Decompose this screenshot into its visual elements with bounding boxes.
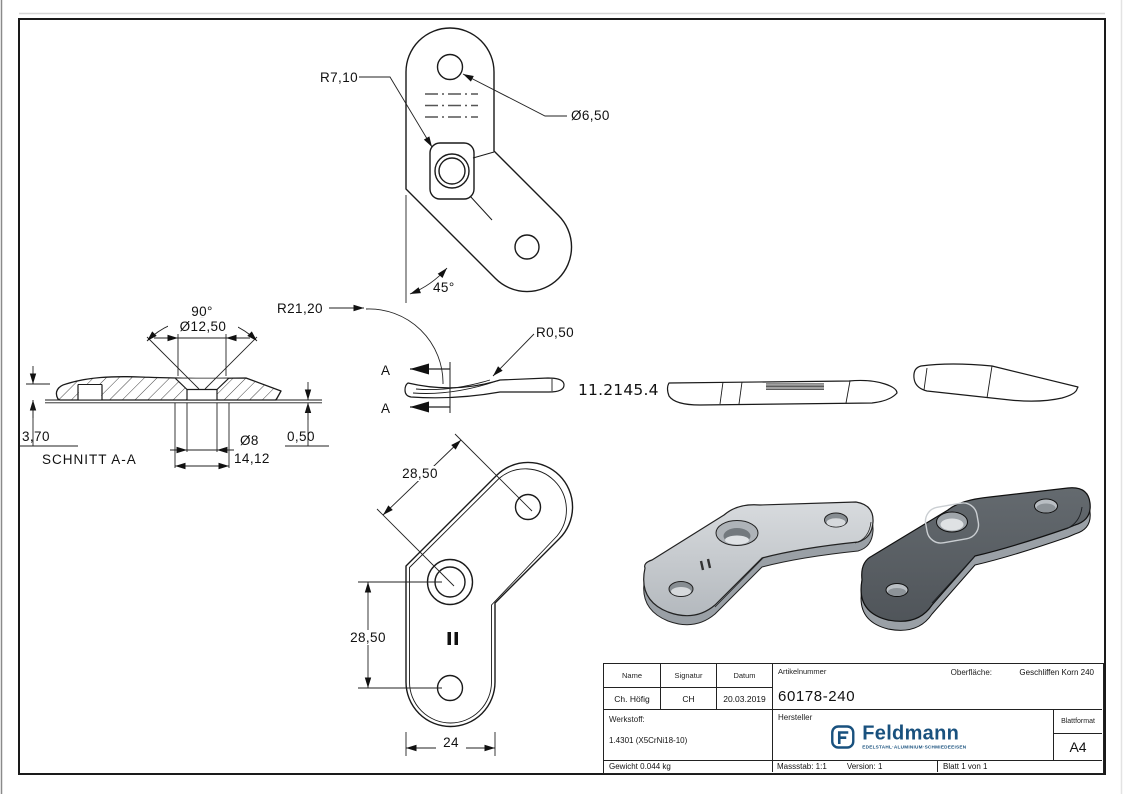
render-3d-dark bbox=[860, 487, 1091, 631]
material-value: 1.4301 (X5CrNi18-10) bbox=[609, 736, 688, 745]
dim-hole-dia-section: Ø8 bbox=[240, 433, 259, 448]
header-date: Datum bbox=[717, 664, 773, 688]
top-view bbox=[405, 27, 573, 293]
orientation-mark bbox=[447, 632, 458, 645]
value-signature: CH bbox=[661, 688, 717, 710]
section-view bbox=[45, 376, 322, 404]
article-number-cell: Artikelnummer Oberfläche: Geschliffen Ko… bbox=[773, 664, 1102, 710]
value-date: 20.03.2019 bbox=[717, 688, 773, 710]
cut-line-a-a bbox=[410, 333, 535, 413]
orientation-mark-3d bbox=[699, 558, 712, 571]
sheet-value: Blatt 1 von 1 bbox=[943, 762, 988, 771]
surface-finish-marks bbox=[425, 93, 478, 118]
dim-countersink-diameter: Ø12,50 bbox=[180, 319, 227, 334]
side-view bbox=[404, 377, 565, 399]
long-side-view bbox=[666, 379, 898, 406]
value-name: Ch. Höfig bbox=[604, 688, 661, 710]
dim-arm-length-vertical: 28,50 bbox=[350, 630, 386, 645]
brand-name: Feldmann bbox=[862, 722, 960, 745]
header-article-number: Artikelnummer bbox=[778, 667, 827, 676]
cut-label-top: A bbox=[381, 363, 390, 378]
right-side-view bbox=[913, 363, 1079, 402]
scale-cell: Massstab: 1:1 Version: 1 bbox=[773, 761, 938, 772]
dim-width: 24 bbox=[443, 735, 459, 750]
dim-thickness: 3,70 bbox=[22, 429, 50, 444]
dim-hole-diameter: Ø6,50 bbox=[571, 108, 610, 123]
sheet-format-value: A4 bbox=[1054, 734, 1102, 761]
material-cell: Werkstoff: 1.4301 (X5CrNi18-10) bbox=[604, 710, 773, 761]
article-number: 60178-240 bbox=[778, 688, 856, 705]
render-3d-light bbox=[643, 501, 874, 626]
weight-value: Gewicht 0.044 kg bbox=[604, 761, 773, 772]
dim-arm-angle: 45° bbox=[433, 280, 455, 295]
brand-tagline: EDELSTAHL·ALUMINIUM·SCHMIEDEEISEN bbox=[862, 745, 967, 751]
surface-label: Oberfläche: bbox=[950, 668, 992, 677]
front-view-outline bbox=[405, 461, 574, 728]
header-signature: Signatur bbox=[661, 664, 717, 688]
surface-value: Geschliffen Korn 240 bbox=[1019, 668, 1094, 677]
version-stamp: 11.2145.4 bbox=[578, 381, 659, 399]
center-boss bbox=[429, 142, 475, 200]
version-value: Version: 1 bbox=[846, 762, 883, 771]
dim-edge-offset: 0,50 bbox=[287, 429, 315, 444]
front-view bbox=[405, 461, 574, 728]
section-title: SCHNITT A-A bbox=[42, 452, 137, 467]
material-label: Werkstoff: bbox=[609, 715, 645, 724]
feldmann-logo-icon bbox=[831, 724, 855, 749]
front-view-chamfer bbox=[409, 468, 567, 724]
dim-boss-radius: R7,10 bbox=[320, 70, 358, 85]
top-view-dimensions bbox=[359, 73, 567, 303]
dim-edge-radius: R0,50 bbox=[536, 325, 574, 340]
top-view-outline bbox=[405, 27, 573, 293]
dim-countersink-angle: 90° bbox=[191, 304, 213, 319]
dim-arm-length-diagonal: 28,50 bbox=[402, 466, 438, 481]
scale-value: Massstab: 1:1 bbox=[777, 762, 827, 771]
feldmann-logo: Feldmann EDELSTAHL·ALUMINIUM·SCHMIEDEEIS… bbox=[830, 723, 995, 752]
header-name: Name bbox=[604, 664, 661, 688]
manufacturer-cell: Hersteller Feldmann EDELSTAHL·ALUMINIUM·… bbox=[773, 710, 1054, 761]
manufacturer-label: Hersteller bbox=[778, 713, 813, 722]
cut-label-bottom: A bbox=[381, 401, 390, 416]
dim-bend-radius: R21,20 bbox=[277, 301, 323, 316]
sheet-format-label: Blattformat bbox=[1054, 710, 1102, 734]
grind-marks bbox=[766, 383, 824, 390]
dim-countersink-width: 14,12 bbox=[234, 451, 270, 466]
title-block: Name Signatur Datum Ch. Höfig CH 20.03.2… bbox=[603, 663, 1104, 774]
